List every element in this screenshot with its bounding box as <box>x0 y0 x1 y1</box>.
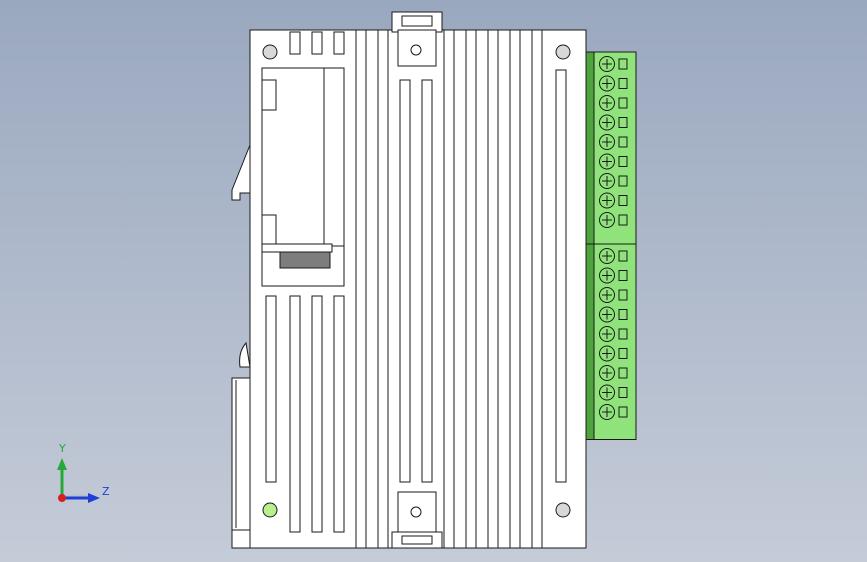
lower-terminal-edge <box>585 243 595 440</box>
orientation-triad <box>57 458 100 503</box>
upper-terminal-wire-port-6[interactable] <box>618 156 628 167</box>
lower-terminal-wire-port-1[interactable] <box>618 250 628 262</box>
status-led <box>262 502 278 518</box>
upper-terminal-wire-port-9[interactable] <box>618 214 628 226</box>
din-rail-module[interactable] <box>231 11 637 549</box>
bottom-mount-tab <box>391 491 443 549</box>
lower-terminal-wire-port-3[interactable] <box>618 289 628 301</box>
z-axis-label: Z <box>102 485 110 498</box>
upper-terminal-wire-port-8[interactable] <box>618 195 628 206</box>
upper-terminal-wire-port-2[interactable] <box>618 78 628 89</box>
upper-terminal-wire-port-3[interactable] <box>618 97 628 109</box>
top-mount-tab <box>391 11 443 67</box>
lower-terminal-wire-port-8[interactable] <box>618 387 628 398</box>
mount-hole-top-left <box>262 44 278 60</box>
terminal-block-lower[interactable] <box>585 243 637 440</box>
lower-terminal-wire-port-9[interactable] <box>618 406 628 418</box>
lower-terminal-wire-port-6[interactable] <box>618 348 628 359</box>
upper-terminal-wire-port-1[interactable] <box>618 58 628 70</box>
mount-hole-top-right <box>555 44 571 60</box>
lower-terminal-wire-port-5[interactable] <box>618 328 628 340</box>
din-clip <box>231 144 251 549</box>
vent-slots-lower-left <box>265 295 345 533</box>
vent-slots-center <box>399 69 567 483</box>
vent-ribs <box>355 29 543 549</box>
upper-terminal-wire-port-7[interactable] <box>618 175 628 187</box>
lower-terminal-wire-port-4[interactable] <box>618 309 628 320</box>
lower-terminal-wire-port-2[interactable] <box>618 270 628 281</box>
upper-terminal-wire-port-4[interactable] <box>618 117 628 128</box>
upper-terminal-wire-port-5[interactable] <box>618 136 628 148</box>
terminal-block-upper[interactable] <box>585 51 637 248</box>
vent-slots-top <box>289 31 345 55</box>
upper-terminal-edge <box>585 51 595 248</box>
lower-terminal-wire-port-7[interactable] <box>618 367 628 379</box>
display-window <box>261 67 345 287</box>
y-axis-label: Y <box>59 442 66 455</box>
mount-hole-bottom-right <box>555 502 571 518</box>
